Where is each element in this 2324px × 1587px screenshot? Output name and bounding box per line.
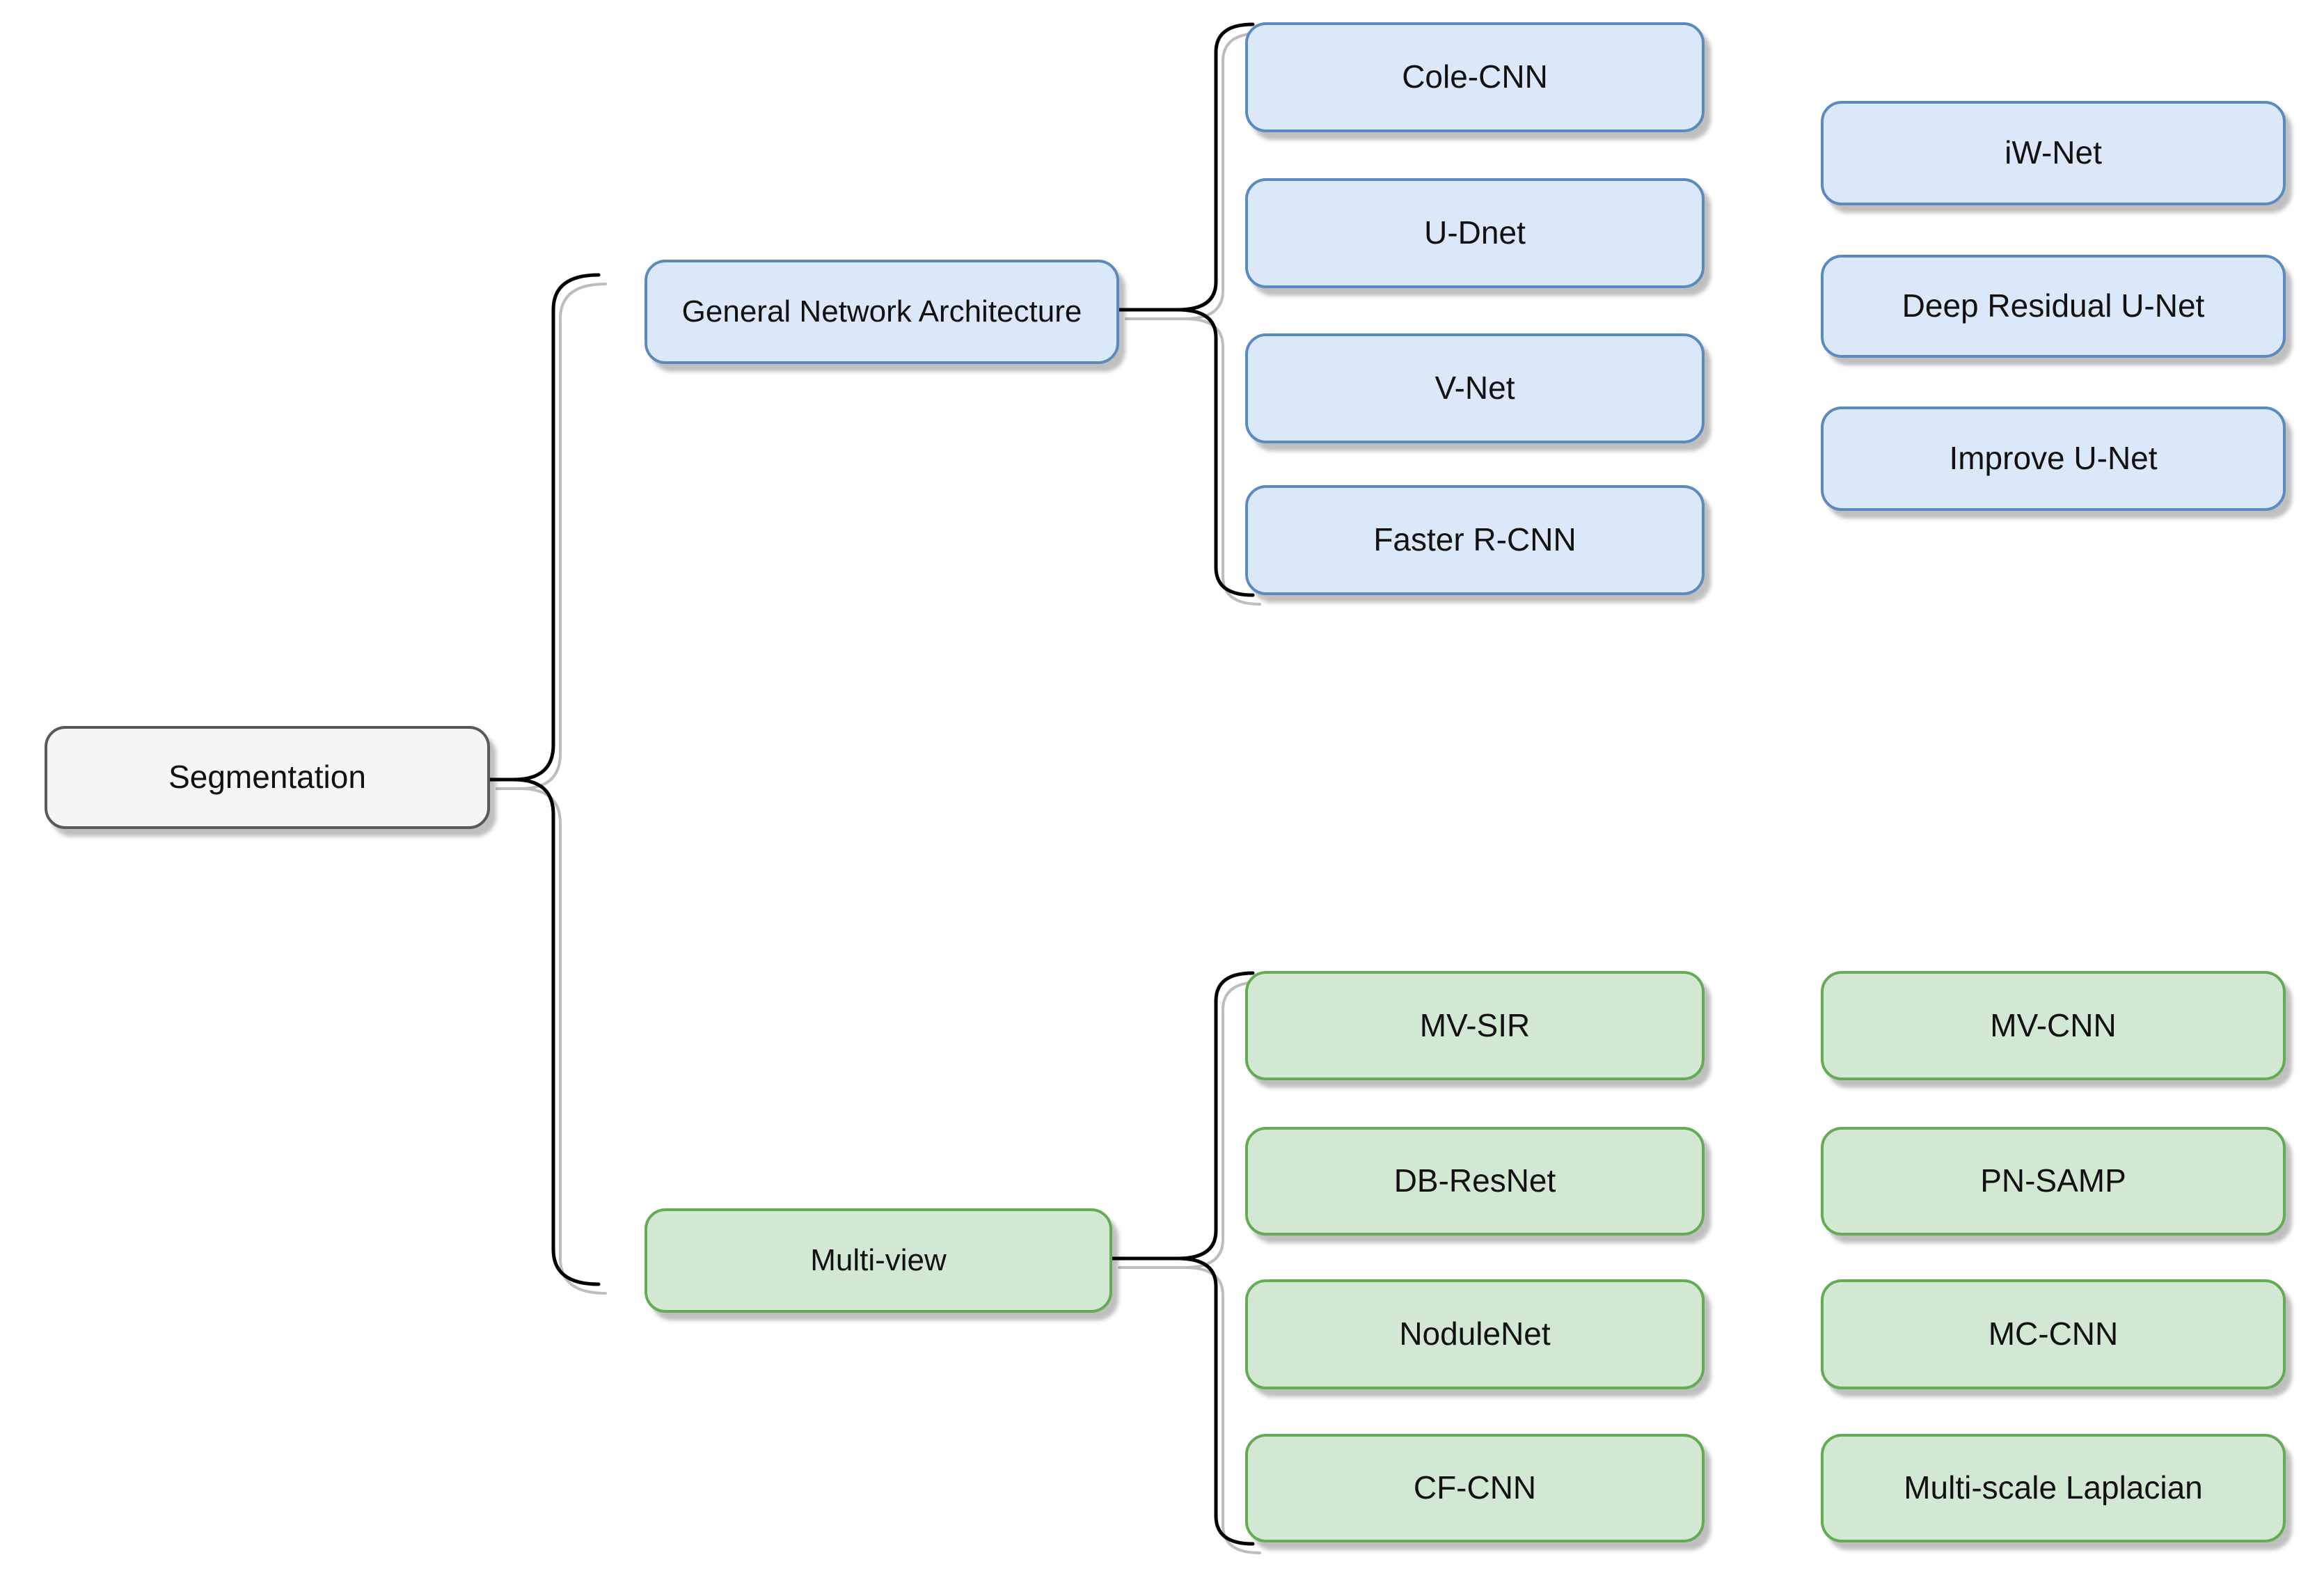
node-general-network-architecture: General Network Architecture	[645, 260, 1119, 364]
node-cole-cnn: Cole-CNN	[1245, 22, 1705, 132]
node-multi-view: Multi-view	[645, 1208, 1112, 1313]
node-pn-samp: PN-SAMP	[1821, 1127, 2286, 1235]
node-improve-u-net: Improve U-Net	[1821, 406, 2286, 511]
node-mv-sir: MV-SIR	[1245, 971, 1705, 1080]
node-iw-net: iW-Net	[1821, 101, 2286, 205]
node-v-net: V-Net	[1245, 333, 1705, 443]
brace-root	[513, 273, 601, 1286]
node-multi-scale-laplacian: Multi-scale Laplacian	[1821, 1434, 2286, 1542]
brace-line-group	[488, 22, 1255, 1546]
node-segmentation: Segmentation	[45, 726, 490, 829]
node-mc-cnn: MC-CNN	[1821, 1279, 2286, 1389]
node-mv-cnn: MV-CNN	[1821, 971, 2286, 1080]
node-nodulenet: NoduleNet	[1245, 1279, 1705, 1389]
node-db-resnet: DB-ResNet	[1245, 1127, 1705, 1235]
node-cf-cnn: CF-CNN	[1245, 1434, 1705, 1542]
node-deep-residual-u-net: Deep Residual U-Net	[1821, 255, 2286, 358]
node-faster-r-cnn: Faster R-CNN	[1245, 485, 1705, 595]
node-u-dnet: U-Dnet	[1245, 178, 1705, 288]
